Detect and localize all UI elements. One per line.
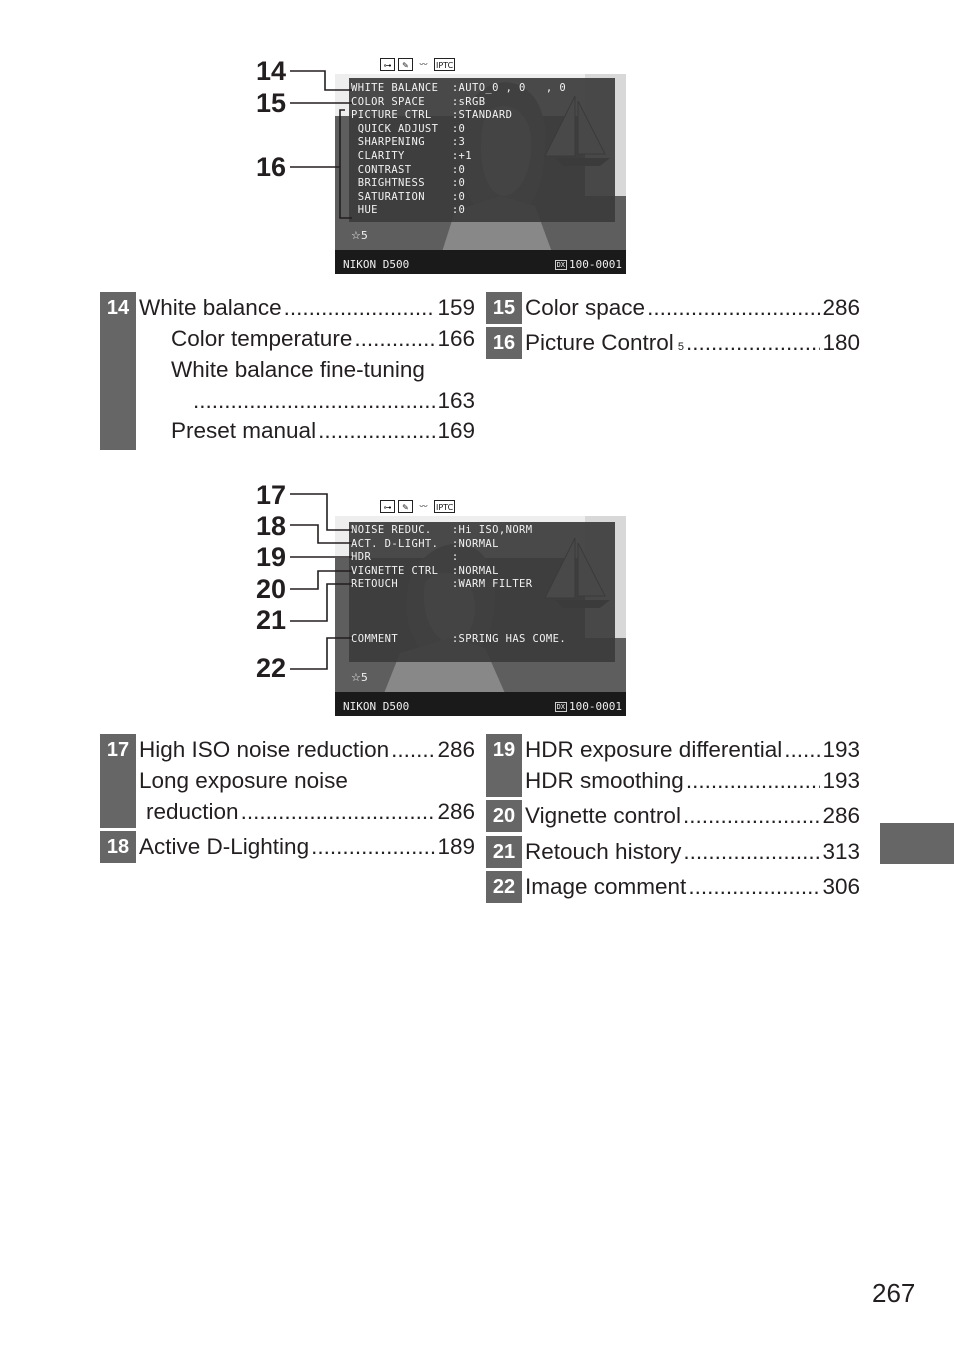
- item-number-badge: 16: [486, 327, 522, 359]
- retouch-icon: ✎: [398, 58, 413, 71]
- callout-number: 16: [255, 152, 286, 182]
- info-line: COLOR SPACE :sRGB: [351, 95, 486, 108]
- reference-entry: Color space286: [525, 292, 860, 323]
- page-number: 267: [872, 1278, 916, 1308]
- rating-stars: ☆5: [351, 229, 368, 242]
- item-number-badge: 18: [100, 831, 136, 863]
- section-thumb-tab: [880, 823, 954, 864]
- info-line: HUE :0: [351, 204, 466, 217]
- callout-leader-lines: [290, 70, 352, 219]
- callout-number: 14: [255, 56, 286, 86]
- info-line: CLARITY :+1: [351, 150, 472, 162]
- callout-number: 17: [255, 480, 286, 510]
- reference-entry: HDR exposure differential193: [525, 734, 860, 765]
- info-line: VIGNETTE CTRL :NORMAL: [351, 564, 499, 577]
- iptc-icon: IPTC: [434, 500, 456, 513]
- callout-number: 19: [255, 542, 286, 572]
- info-line: ACT. D-LIGHT. :NORMAL: [351, 537, 499, 550]
- playback-screen-shooting-data-1: ⊶ ✎ 〰 IPTC WHITE BALANCE :AUTO_0 , 0 , 0…: [335, 56, 626, 274]
- info-line: QUICK ADJUST :0: [351, 122, 466, 135]
- reference-entry: Retouch history313: [525, 836, 860, 867]
- callout-number: 20: [255, 574, 286, 604]
- key-icon: ⊶: [380, 58, 395, 71]
- info-line: CONTRAST :0: [351, 163, 466, 176]
- camera-model: NIKON D500: [343, 700, 410, 713]
- callout-number: 21: [255, 605, 286, 635]
- info-line: COMMENT :SPRING HAS COME.: [351, 632, 567, 645]
- camera-model: NIKON D500: [343, 258, 410, 271]
- playback-screen-shooting-data-2: ⊶ ✎ 〰 IPTC NOISE REDUC. :Hi ISO,NORM ACT…: [335, 498, 626, 716]
- info-overlay-panel: [349, 78, 615, 222]
- item-number-badge: 20: [486, 800, 522, 832]
- hdr-icon: 〰: [419, 60, 428, 69]
- reference-entry: Image comment306: [525, 871, 860, 902]
- reference-entry: High ISO noise reduction286: [139, 734, 475, 765]
- rating-stars: ☆5: [351, 671, 368, 684]
- item-number-badge: 19: [486, 734, 522, 766]
- info-line: RETOUCH :WARM FILTER: [351, 578, 533, 591]
- reference-entry: HDR smoothing193: [525, 765, 860, 796]
- retouch-icon: ✎: [398, 500, 413, 513]
- info-line: PICTURE CTRL :STANDARD: [351, 109, 513, 122]
- reference-entry: Vignette control286: [525, 800, 860, 831]
- reference-entry: Preset manual169: [171, 415, 475, 446]
- iptc-icon: IPTC: [434, 58, 456, 71]
- reference-entry: reduction286: [146, 796, 475, 827]
- item-number-badge: 17: [100, 734, 136, 766]
- status-icons: ⊶ ✎ 〰 IPTC: [380, 58, 456, 71]
- hdr-icon: 〰: [419, 502, 428, 511]
- reference-entry: White balance fine-tuning: [171, 357, 425, 382]
- item-number-badge: 15: [486, 292, 522, 324]
- reference-entry: Picture Control5180: [525, 327, 860, 358]
- info-overlay-panel: [349, 522, 615, 662]
- info-line: HDR :: [351, 551, 459, 564]
- info-line: SATURATION :0: [351, 190, 466, 203]
- callout-number: 22: [255, 653, 286, 683]
- info-line: BRIGHTNESS :0: [351, 177, 466, 190]
- callout-number: 18: [255, 511, 286, 541]
- reference-entry: White balance159: [139, 292, 475, 323]
- callout-leader-lines: [290, 493, 352, 670]
- key-icon: ⊶: [380, 500, 395, 513]
- info-line: NOISE REDUC. :Hi ISO,NORM: [351, 524, 533, 536]
- item-number-badge: 22: [486, 871, 522, 903]
- reference-entry: Long exposure noise: [139, 768, 348, 793]
- reference-entry: Color temperature166: [171, 323, 475, 354]
- item-number-badge: 14: [100, 292, 136, 324]
- item-number-badge: 21: [486, 836, 522, 868]
- reference-entry: Active D-Lighting189: [139, 831, 475, 862]
- info-line: WHITE BALANCE :AUTO_0 , 0 , 0: [351, 82, 567, 94]
- status-icons: ⊶ ✎ 〰 IPTC: [380, 500, 456, 513]
- dx-icon: DX: [554, 702, 568, 712]
- callout-number: 15: [255, 88, 286, 118]
- info-line: SHARPENING :3: [351, 136, 466, 149]
- dx-icon: DX: [554, 260, 568, 270]
- reference-entry: 163: [193, 385, 475, 416]
